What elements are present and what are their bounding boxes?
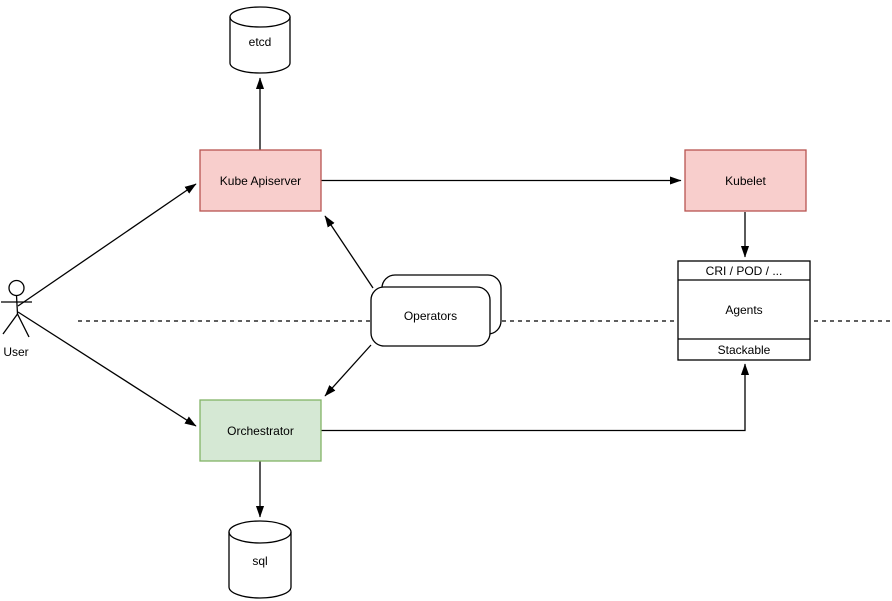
kube-apiserver-label: Kube Apiserver xyxy=(220,174,301,188)
node-orchestrator: Orchestrator xyxy=(199,399,322,462)
user-leg-left xyxy=(2,313,19,335)
actor-user: User xyxy=(1,279,32,359)
edge-orchestrator-to-stackable xyxy=(321,363,750,432)
user-label: User xyxy=(3,345,28,359)
edge-operators-to-kube-apiserver xyxy=(324,215,374,289)
etcd-label: etcd xyxy=(249,35,272,49)
node-kube-apiserver: Kube Apiserver xyxy=(199,149,322,212)
agents-label: Agents xyxy=(725,303,762,317)
node-kubelet: Kubelet xyxy=(684,149,807,212)
sql-cylinder-lip xyxy=(228,531,292,544)
edge-user-to-kube-apiserver xyxy=(17,183,197,307)
operators-label: Operators xyxy=(404,309,457,323)
kube-apiserver-box xyxy=(199,149,322,212)
edges-layer xyxy=(17,77,750,518)
stackable-label: Stackable xyxy=(718,343,771,357)
node-etcd: etcd xyxy=(229,6,291,74)
sql-label: sql xyxy=(252,554,267,568)
cri-pod-label: CRI / POD / ... xyxy=(706,264,783,278)
kubelet-box xyxy=(684,149,807,212)
node-sql: sql xyxy=(228,520,292,599)
edge-operators-to-orchestrator xyxy=(324,344,372,397)
node-operators: Operators xyxy=(370,274,502,347)
orchestrator-box xyxy=(199,399,322,462)
operators-front-card xyxy=(370,286,491,347)
sql-cylinder-body xyxy=(228,520,292,599)
agents-stack-box xyxy=(677,260,811,361)
kubelet-label: Kubelet xyxy=(725,174,766,188)
orchestrator-label: Orchestrator xyxy=(227,424,294,438)
node-agents-stack: CRI / POD / ... Agents Stackable xyxy=(677,260,811,361)
user-leg-right xyxy=(16,313,30,338)
user-body xyxy=(15,295,19,315)
etcd-cylinder-lip xyxy=(229,16,291,28)
etcd-cylinder-body xyxy=(229,6,291,74)
edge-user-to-orchestrator xyxy=(17,311,197,427)
